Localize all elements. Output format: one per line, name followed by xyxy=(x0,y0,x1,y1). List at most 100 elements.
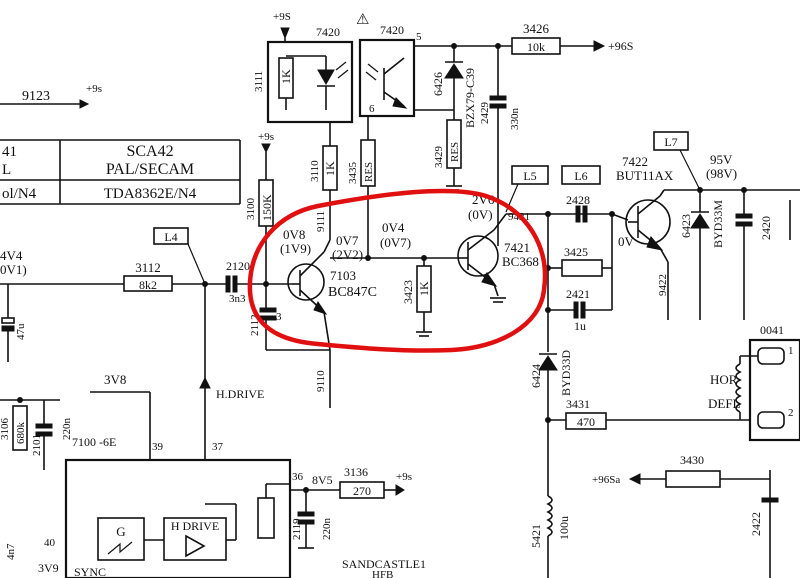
svg-text:3100: 3100 xyxy=(245,198,257,221)
svg-text:7420: 7420 xyxy=(316,25,340,39)
svg-text:100u: 100u xyxy=(557,516,571,540)
svg-text:2428: 2428 xyxy=(566,193,590,207)
svg-text:RES: RES xyxy=(363,162,375,182)
svg-text:+9s: +9s xyxy=(396,471,412,483)
svg-text:1K: 1K xyxy=(417,281,431,296)
svg-text:(98V): (98V) xyxy=(706,166,737,181)
capacitor-2428: 2428 xyxy=(566,193,590,223)
svg-text:39: 39 xyxy=(152,441,164,453)
svg-text:L5: L5 xyxy=(523,169,536,183)
svg-text:SYNC: SYNC xyxy=(74,565,106,578)
svg-text:6426: 6426 xyxy=(431,72,445,96)
svg-text:0041: 0041 xyxy=(760,323,784,337)
svg-text:2422: 2422 xyxy=(749,512,763,536)
resistor-3106: 680k 3106 xyxy=(0,397,60,451)
svg-text:3136: 3136 xyxy=(344,465,368,479)
svg-text:0V4: 0V4 xyxy=(382,220,405,235)
capacitor-2420: 2420 xyxy=(735,190,773,320)
svg-text:1K: 1K xyxy=(279,69,293,84)
ic-7100: 3V8 7100 -6E 39 36 40 3V9 SYNC G H DRIVE xyxy=(38,372,304,578)
svg-text:47u: 47u xyxy=(15,323,27,340)
net-9123: +9s 9123 xyxy=(0,83,102,109)
voltage-label: 0V1) xyxy=(0,262,27,277)
svg-text:BZX79-C39: BZX79-C39 xyxy=(463,68,477,128)
table-cell: SCA42 xyxy=(126,143,173,160)
svg-text:(1V9): (1V9) xyxy=(280,241,311,256)
diode-6424: 6424 BYD33D xyxy=(529,350,573,420)
svg-text:1K: 1K xyxy=(323,161,337,176)
svg-text:BC847C: BC847C xyxy=(328,285,377,300)
svg-text:9111: 9111 xyxy=(315,211,327,232)
test-point-L7: L7 xyxy=(653,131,701,191)
svg-text:2: 2 xyxy=(788,407,794,419)
test-point-L6: L6 xyxy=(561,165,601,185)
svg-text:3n3: 3n3 xyxy=(229,293,246,305)
svg-text:3426: 3426 xyxy=(523,21,550,36)
svg-text:9123: 9123 xyxy=(22,89,50,104)
svg-text:3431: 3431 xyxy=(566,397,590,411)
svg-text:6424: 6424 xyxy=(529,364,543,388)
svg-text:37: 37 xyxy=(212,441,224,453)
capacitor-4n7-label: 4n7 xyxy=(5,543,17,560)
svg-text:470: 470 xyxy=(577,415,595,429)
svg-text:220n: 220n xyxy=(321,518,333,541)
svg-text:6423: 6423 xyxy=(679,214,693,238)
resistor-3100: +9s 150K 3100 xyxy=(245,131,274,284)
svg-text:680k: 680k xyxy=(15,422,27,445)
svg-text:L4: L4 xyxy=(164,230,177,244)
svg-text:HOR: HOR xyxy=(710,372,738,387)
red-highlight-circle xyxy=(247,188,548,353)
table-cell: PAL/SECAM xyxy=(106,161,194,178)
capacitor-2421: 2421 1u xyxy=(548,287,612,333)
svg-text:+96S: +96S xyxy=(608,39,633,53)
inductor-5421: 5421 100u xyxy=(529,420,571,578)
svg-text:+96Sa: +96Sa xyxy=(592,474,620,486)
svg-text:(2V2): (2V2) xyxy=(332,247,363,262)
svg-text:+9s: +9s xyxy=(258,131,274,143)
svg-text:3435: 3435 xyxy=(347,162,359,185)
svg-text:5: 5 xyxy=(416,31,422,43)
zener-6426: 6426 BZX79-C39 xyxy=(431,46,477,128)
resistor-3430: +96Sa 3430 xyxy=(592,453,771,578)
warning-icon: ⚠ xyxy=(356,12,369,28)
table-cell: ol/N4 xyxy=(2,186,37,202)
transistor-7103: 0V8 (1V9) 0V7 (2V2) 7103 BC847C xyxy=(280,227,377,351)
svg-text:8k2: 8k2 xyxy=(139,278,157,292)
svg-text:2429: 2429 xyxy=(479,102,491,125)
hdrive-net: H.DRIVE 37 xyxy=(199,284,264,520)
resistor-3136: 270 3136 +9s 8V5 xyxy=(290,465,412,499)
svg-text:6: 6 xyxy=(369,103,375,115)
svg-text:BYD33M: BYD33M xyxy=(711,200,725,248)
svg-text:7422: 7422 xyxy=(622,154,648,169)
table-cell: 41 xyxy=(2,144,17,160)
svg-text:(0V): (0V) xyxy=(468,207,493,222)
svg-text:330n: 330n xyxy=(509,108,521,131)
svg-text:10k: 10k xyxy=(527,40,545,54)
svg-text:3V9: 3V9 xyxy=(38,561,59,575)
ic-type-table: 41 L ol/N4 SCA42 PAL/SECAM TDA8362E/N4 xyxy=(0,139,241,205)
svg-text:BUT11AX: BUT11AX xyxy=(616,168,674,183)
svg-text:9110: 9110 xyxy=(315,370,327,392)
svg-text:7103: 7103 xyxy=(330,268,356,283)
capacitor-2112: 2112 3 xyxy=(249,284,330,351)
svg-text:+9S: +9S xyxy=(273,11,291,23)
optocoupler-led-7420: +9S 7420 1K 3111 xyxy=(253,11,354,124)
resistor-3431: 470 3431 xyxy=(548,397,800,430)
svg-text:3: 3 xyxy=(276,311,282,323)
capacitor-2429: 2429 330n xyxy=(479,46,521,246)
svg-text:BC368: BC368 xyxy=(502,254,539,269)
voltage-label: 4V4 xyxy=(0,248,23,263)
svg-text:RES: RES xyxy=(449,142,461,162)
svg-text:3111: 3111 xyxy=(253,71,265,92)
svg-text:0V7: 0V7 xyxy=(336,233,359,248)
svg-text:1u: 1u xyxy=(574,319,586,333)
svg-text:7420: 7420 xyxy=(380,23,404,37)
svg-text:DEFL: DEFL xyxy=(708,396,741,411)
capacitor-2101: 2101 220n xyxy=(31,400,73,470)
svg-text:40: 40 xyxy=(44,537,56,549)
svg-text:9422: 9422 xyxy=(657,274,669,296)
supply-96s-rail: 10k 3426 +96S xyxy=(414,21,633,55)
capacitor-2120: 2120 3n3 xyxy=(225,259,250,305)
svg-text:3112: 3112 xyxy=(135,260,161,275)
svg-text:7421: 7421 xyxy=(504,240,530,255)
